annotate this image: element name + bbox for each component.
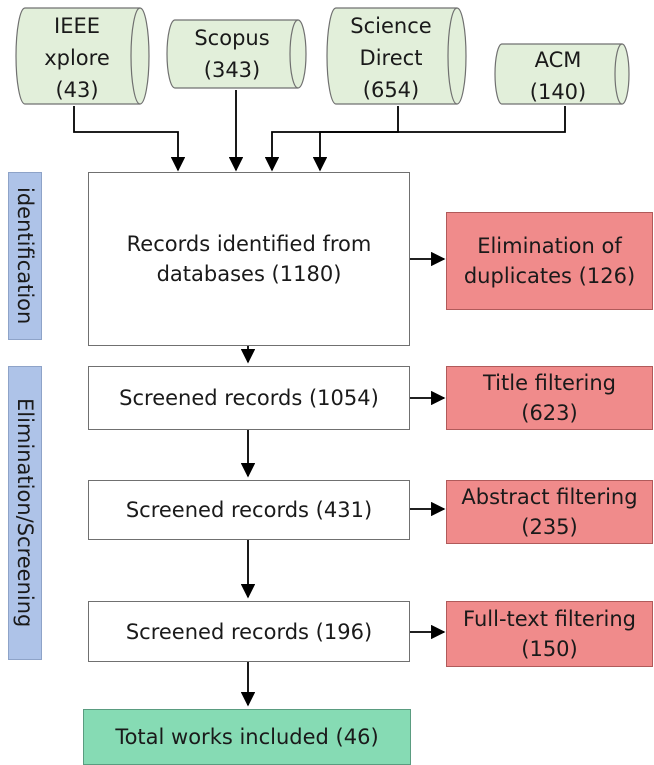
database-acm-name: ACM (534, 48, 582, 72)
screened-records-1054-text: Screened records (1054) (119, 386, 379, 410)
title-filtering-box: Title filtering (623) (446, 366, 653, 430)
phase-screening-label: Elimination/Screening (8, 366, 42, 660)
database-sciencedirect-name-line1: Science (350, 14, 432, 38)
database-acm-cylinder (494, 43, 630, 105)
title-filtering-line1: Title filtering (482, 371, 616, 395)
database-scopus-count: (343) (203, 58, 261, 82)
fulltext-filtering-box: Full-text filtering (150) (446, 601, 653, 667)
database-ieee-name-line1: IEEE (54, 14, 100, 38)
connector-sciencedirect (264, 106, 399, 172)
database-ieee-label: IEEE xplore (43) (22, 10, 132, 106)
screened-records-196-text: Screened records (196) (125, 619, 373, 644)
elimination-duplicates-box: Elimination of duplicates (126) (446, 212, 653, 310)
screened-records-431-box: Screened records (431) (88, 480, 410, 540)
title-filtering-line2: (623) (521, 401, 578, 425)
total-works-included-text: Total works included (46) (115, 725, 379, 749)
database-ieee-name-line2: xplore (44, 46, 110, 70)
database-sciencedirect-cylinder (326, 7, 467, 105)
records-identified-line2: databases (1180) (156, 262, 342, 286)
records-identified-box: Records identified from databases (1180) (88, 172, 410, 346)
database-acm-count: (140) (529, 80, 587, 104)
phase-screening-text: Elimination/Screening (13, 398, 37, 628)
phase-identification-label: identification (8, 172, 42, 340)
elimination-duplicates-line1: Elimination of (477, 234, 622, 258)
database-sciencedirect-count: (654) (362, 78, 420, 102)
database-acm-label: ACM (140) (500, 44, 616, 108)
database-scopus-name: Scopus (194, 26, 270, 50)
elimination-duplicates-line2: duplicates (126) (463, 264, 636, 288)
fulltext-filtering-line2: (150) (521, 637, 578, 661)
database-sciencedirect-label: Science Direct (654) (332, 10, 450, 106)
phase-identification-text: identification (13, 187, 37, 325)
database-ieee-count: (43) (55, 78, 99, 102)
database-scopus-label: Scopus (343) (172, 22, 292, 86)
records-identified-line1: Records identified from (126, 232, 372, 256)
total-works-included-box: Total works included (46) (83, 709, 411, 765)
abstract-filtering-line2: (235) (521, 515, 578, 539)
abstract-filtering-line1: Abstract filtering (461, 485, 638, 509)
screened-records-1054-box: Screened records (1054) (88, 366, 410, 430)
database-sciencedirect-name-line2: Direct (359, 46, 423, 70)
screened-records-431-text: Screened records (431) (125, 498, 373, 522)
connector-ieee (73, 106, 186, 172)
connector-acm (312, 106, 566, 172)
abstract-filtering-box: Abstract filtering (235) (446, 480, 653, 544)
database-scopus-cylinder (166, 19, 307, 89)
screened-records-196-box: Screened records (196) (88, 601, 410, 662)
fulltext-filtering-line1: Full-text filtering (463, 607, 636, 631)
database-ieee-cylinder (15, 7, 150, 105)
